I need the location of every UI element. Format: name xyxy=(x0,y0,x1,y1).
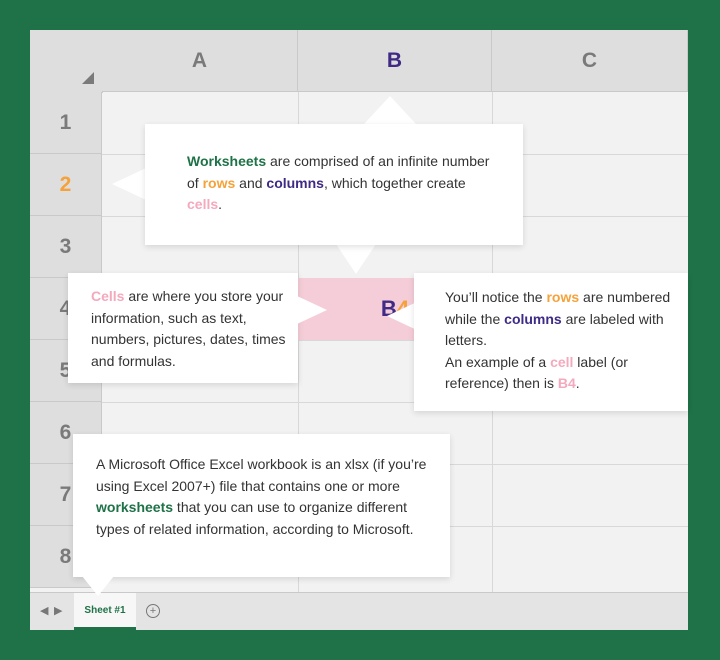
callout-cells: Cells are where you store your informati… xyxy=(68,273,298,383)
callout-arrow xyxy=(336,244,376,274)
column-header-c[interactable]: C xyxy=(492,30,688,92)
row-header-6[interactable]: 6 xyxy=(30,402,102,464)
select-all-icon xyxy=(82,72,94,84)
row-header-3[interactable]: 3 xyxy=(30,216,102,278)
callout-worksheets: Worksheets are comprised of an infinite … xyxy=(145,124,523,245)
sheet-tab[interactable]: Sheet #1 xyxy=(74,593,136,630)
sheet-tab-bar: ◀ ▶ Sheet #1 + xyxy=(30,592,688,630)
callout-arrow xyxy=(364,96,416,124)
row-header-2[interactable]: 2 xyxy=(30,154,102,216)
callout-arrow xyxy=(297,296,327,324)
callout-worksheets-text: Worksheets are comprised of an infinite … xyxy=(187,153,490,212)
callout-arrow xyxy=(112,168,146,200)
gridline xyxy=(102,402,688,403)
column-header-a[interactable]: A xyxy=(102,30,298,92)
caret-right-icon[interactable]: ▶ xyxy=(54,605,63,617)
gridline xyxy=(102,340,688,341)
callout-labels-text: You’ll notice the rows are numbered whil… xyxy=(445,289,671,348)
column-header-b[interactable]: B xyxy=(298,30,492,92)
gridline xyxy=(298,92,299,592)
callout-labels-example: An example of a cell label (or reference… xyxy=(445,353,628,392)
caret-left-icon[interactable]: ◀ xyxy=(40,605,49,617)
callout-arrow xyxy=(82,576,114,596)
callout-workbook-text: A Microsoft Office Excel workbook is an … xyxy=(96,456,427,537)
callout-cells-text: Cells are where you store your informati… xyxy=(91,288,286,369)
select-all-corner[interactable] xyxy=(30,30,103,93)
add-sheet-icon[interactable]: + xyxy=(146,604,160,618)
row-header-1[interactable]: 1 xyxy=(30,92,102,154)
callout-labels: You’ll notice the rows are numbered whil… xyxy=(414,273,688,411)
callout-workbook: A Microsoft Office Excel workbook is an … xyxy=(73,434,450,577)
